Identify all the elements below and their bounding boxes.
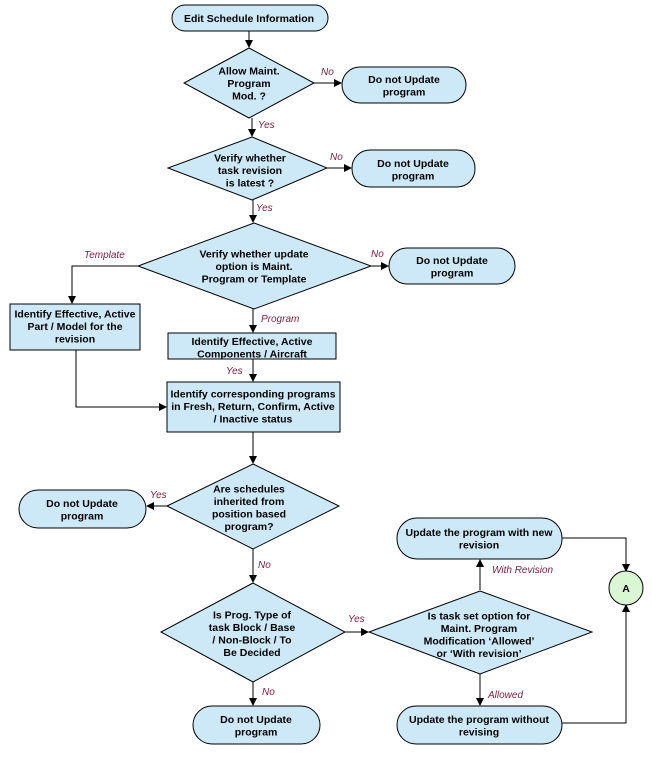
node-text-line: program bbox=[61, 510, 104, 522]
node-text-line: program bbox=[383, 86, 426, 98]
edge-label-comp-yes: Yes bbox=[226, 366, 243, 377]
node-text-line: Update the program with new bbox=[405, 527, 553, 539]
node-text-line: Verify whether bbox=[214, 153, 286, 165]
node-text-line: task Block / Base bbox=[209, 622, 296, 634]
node-text-line: or ‘With revision’ bbox=[436, 648, 521, 660]
do-not-update-node-4 bbox=[18, 489, 147, 529]
edge-label-d2-no: No bbox=[330, 152, 343, 163]
node-text-line: inherited from bbox=[214, 496, 285, 508]
edge-label-d1-yes: Yes bbox=[258, 120, 275, 131]
node-text-line: Modification ‘Allowed’ bbox=[424, 635, 535, 647]
edge-label-d2-yes: Yes bbox=[256, 203, 273, 214]
do-not-update-node-3 bbox=[388, 247, 516, 285]
node-text-line: position based bbox=[212, 508, 286, 520]
update-with-new-revision-node bbox=[396, 517, 563, 560]
decision-verify-task-revision bbox=[166, 136, 329, 201]
node-text-line: Identify Effective, Active bbox=[15, 309, 136, 321]
node-text-line: Identify corresponding programs bbox=[170, 389, 335, 401]
node-text-line: task revision bbox=[218, 165, 282, 177]
node-text-line: Verify whether update bbox=[199, 249, 308, 261]
node-text-line: Do not Update bbox=[368, 74, 440, 86]
update-without-revising-node bbox=[396, 705, 563, 745]
identify-components-aircraft-node bbox=[167, 332, 337, 360]
node-text-line: Update the program without bbox=[409, 714, 550, 726]
connector-a-text: A bbox=[622, 583, 630, 595]
edge-label-d5-yes: Yes bbox=[348, 614, 365, 625]
connector-lines bbox=[68, 31, 630, 724]
node-text-line: revision bbox=[459, 539, 499, 551]
node-text-line: Do not Update bbox=[377, 158, 449, 170]
node-text-line: Identify Effective, Active bbox=[192, 336, 313, 348]
node-text-line: Components / Aircraft bbox=[197, 348, 307, 360]
node-text-line: Mod. ? bbox=[232, 91, 266, 103]
do-not-update-node-1 bbox=[341, 66, 467, 104]
node-text-line: Program or Template bbox=[202, 274, 307, 286]
edge-label-d1-no: No bbox=[321, 67, 334, 78]
node-text-line: option is Maint. bbox=[216, 261, 293, 273]
identify-part-model-node bbox=[9, 303, 141, 351]
start-node-text: Edit Schedule Information bbox=[184, 13, 314, 25]
edge-label-d3-no: No bbox=[371, 249, 384, 260]
node-text-line: Program bbox=[227, 78, 270, 90]
decision-schedules-inherited bbox=[165, 463, 341, 550]
edge-label-d4-yes: Yes bbox=[150, 490, 167, 501]
node-text-line: Do not Update bbox=[220, 714, 292, 726]
node-text-line: A bbox=[622, 583, 630, 595]
connector-a bbox=[608, 570, 644, 606]
decision-prog-type bbox=[159, 582, 347, 683]
node-text-line: is latest ? bbox=[226, 178, 274, 190]
node-text-line: in Fresh, Return, Confirm, Active bbox=[171, 401, 335, 413]
node-text-line: revision bbox=[55, 334, 95, 346]
decision-verify-update-option bbox=[136, 222, 373, 310]
edge-label-d3-program: Program bbox=[261, 314, 299, 325]
node-text-line: Do not Update bbox=[46, 498, 118, 510]
node-text-line: Edit Schedule Information bbox=[184, 13, 314, 25]
node-text-line: program? bbox=[224, 521, 273, 533]
decision-task-set-option bbox=[367, 590, 594, 675]
decision-allow-maint-program-mod bbox=[182, 47, 316, 119]
edge-label-d4-no: No bbox=[258, 560, 271, 571]
node-text-line: Part / Model for the bbox=[27, 321, 122, 333]
node-text-line: Do not Update bbox=[416, 255, 488, 267]
node-text-line: / Inactive status bbox=[214, 414, 293, 426]
node-text-line: revising bbox=[459, 726, 499, 738]
node-text-line: Are schedules bbox=[213, 483, 285, 495]
edge-label-d6-with-revision: With Revision bbox=[492, 565, 553, 576]
start-node bbox=[171, 4, 329, 32]
node-text-line: Is Prog. Type of bbox=[213, 609, 291, 621]
node-text-line: program bbox=[235, 726, 278, 738]
identify-corresponding-programs-node bbox=[166, 381, 341, 433]
do-not-update-node-5 bbox=[192, 705, 321, 745]
do-not-update-node-2 bbox=[351, 149, 476, 188]
node-text-line: Allow Maint. bbox=[218, 66, 279, 78]
node-text-line: Be Decided bbox=[223, 647, 280, 659]
node-text-line: program bbox=[392, 170, 435, 182]
edge-label-d3-template: Template bbox=[84, 250, 125, 261]
node-text-line: Maint. Program bbox=[441, 623, 517, 635]
edge-label-d6-allowed: Allowed bbox=[487, 690, 523, 701]
node-text-line: Is task set option for bbox=[428, 610, 531, 622]
node-text-line: program bbox=[431, 267, 474, 279]
node-text-line: / Non-Block / To bbox=[212, 634, 291, 646]
edge-label-d5-no: No bbox=[262, 687, 275, 698]
